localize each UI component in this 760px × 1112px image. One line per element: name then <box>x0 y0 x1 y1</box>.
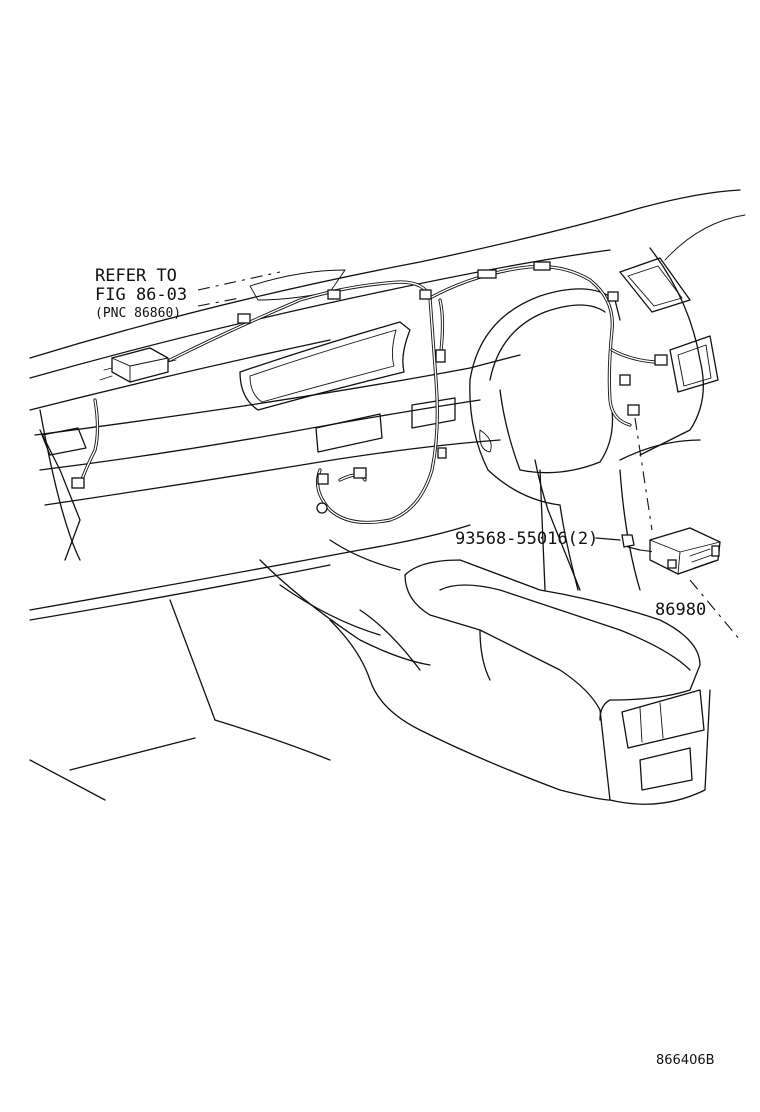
instrument-panel <box>29 321 521 801</box>
pnc-reference-label: (PNC 86860) <box>95 306 181 321</box>
figure-code: 866406B <box>656 1053 715 1068</box>
driver-side-vents <box>619 247 719 461</box>
bolt-part-number: 93568-55016(2) <box>455 529 598 549</box>
bolt-93568 <box>595 534 641 551</box>
control-module-86980 <box>649 527 721 575</box>
fig-reference-label: FIG 86-03 <box>95 285 187 305</box>
leader-lines <box>197 271 741 641</box>
dashboard-upper-outline <box>29 189 746 411</box>
center-console <box>329 559 711 805</box>
harness-connectors <box>71 261 668 514</box>
refer-to-label: REFER TO <box>95 266 177 286</box>
referenced-module-86860 <box>99 347 177 383</box>
module-part-number: 86980 <box>655 600 706 620</box>
